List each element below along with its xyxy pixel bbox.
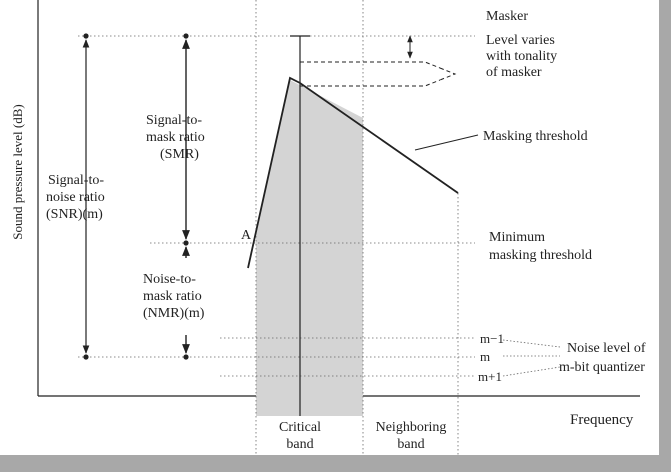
m-label: m bbox=[480, 349, 490, 364]
nmr-bottom-dot bbox=[183, 354, 189, 360]
snr-bottom-dot bbox=[83, 354, 89, 360]
noise-leader-3 bbox=[502, 366, 561, 377]
critical-band-line-1: Critical bbox=[279, 420, 321, 435]
snr-top-dot bbox=[83, 33, 89, 39]
m-minus-1-label: m−1 bbox=[480, 331, 504, 346]
snr-line-3: (SNR)(m) bbox=[46, 207, 103, 222]
tonality-bracket-top bbox=[300, 61, 441, 69]
masker-label: Masker bbox=[486, 9, 528, 24]
m-plus-1-label: m+1 bbox=[478, 369, 502, 384]
noise-leader-1 bbox=[502, 339, 561, 348]
min-masking-line-2: masking threshold bbox=[489, 248, 592, 263]
x-axis-label: Frequency bbox=[570, 412, 634, 428]
smr-line-2: mask ratio bbox=[146, 130, 205, 145]
smr-bottom-dot bbox=[183, 240, 189, 246]
smr-top-dot bbox=[183, 33, 189, 39]
snr-line-2: noise ratio bbox=[46, 190, 105, 205]
nmr-line-3: (NMR)(m) bbox=[143, 306, 205, 321]
level-varies-line-2: with tonality bbox=[486, 49, 557, 64]
smr-line-3: (SMR) bbox=[160, 147, 199, 162]
snr-line-1: Signal-to- bbox=[48, 173, 104, 188]
tonality-bracket-bottom bbox=[300, 79, 441, 87]
y-axis-label: Sound pressure level (dB) bbox=[10, 104, 25, 239]
nmr-line-1: Noise-to- bbox=[143, 272, 196, 287]
noise-level-line-1: Noise level of bbox=[567, 341, 646, 356]
masking-threshold-curve bbox=[247, 76, 459, 269]
level-varies-line-1: Level varies bbox=[486, 33, 555, 48]
masking-threshold-label: Masking threshold bbox=[483, 129, 588, 144]
neighboring-band-line-2: band bbox=[397, 437, 424, 452]
noise-level-line-2: m-bit quantizer bbox=[559, 360, 645, 375]
point-a-label: A bbox=[241, 228, 252, 243]
masking-threshold-leader bbox=[414, 134, 479, 151]
smr-line-1: Signal-to- bbox=[146, 113, 202, 128]
above-threshold-mask bbox=[256, 40, 363, 236]
tonality-bracket-head bbox=[439, 67, 457, 81]
neighboring-band-line-1: Neighboring bbox=[376, 420, 447, 435]
min-masking-line-1: Minimum bbox=[489, 230, 545, 245]
critical-band-line-2: band bbox=[286, 437, 313, 452]
level-varies-line-3: of masker bbox=[486, 65, 542, 80]
nmr-line-2: mask ratio bbox=[143, 289, 202, 304]
